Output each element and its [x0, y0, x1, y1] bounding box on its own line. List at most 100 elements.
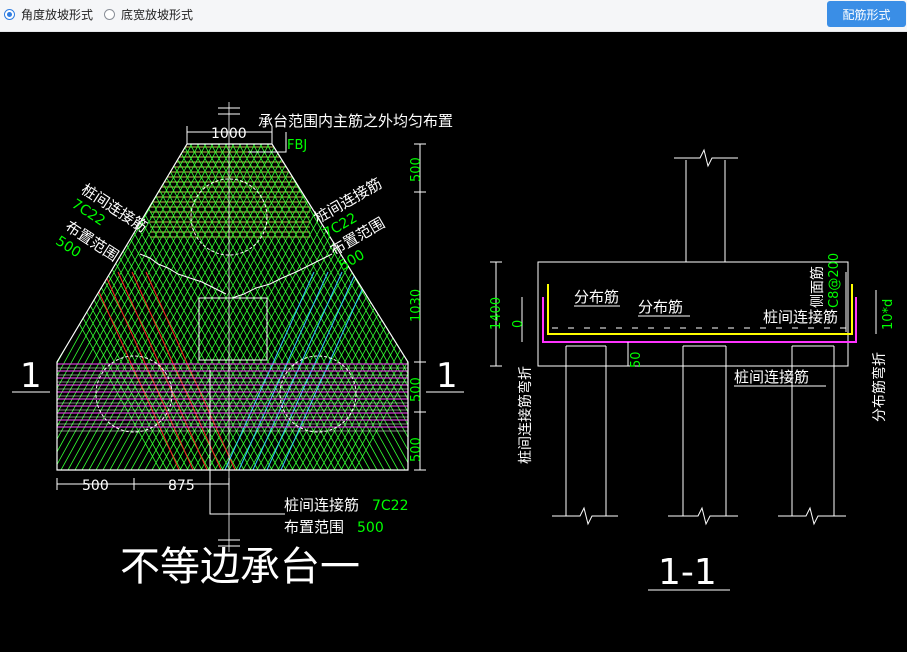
rebar-line — [133, 144, 315, 470]
rebar-line — [319, 144, 408, 470]
drawing-canvas: 1 1 1000 承台范围内主筋之外均匀布置 FBJ 桩间连接筋 7C22 布置… — [0, 32, 907, 652]
rebar-line — [237, 271, 329, 470]
rebar-line — [67, 144, 249, 470]
rebar-line — [333, 144, 408, 470]
rebar-line — [421, 144, 601, 470]
rebar-line — [57, 144, 200, 470]
range-line-right — [231, 253, 333, 299]
rebar-line — [224, 144, 406, 470]
dim-right-2: 1030 — [409, 289, 424, 322]
rebar-line — [57, 144, 193, 470]
radio-dot-icon — [104, 8, 115, 20]
toolbar: 角度放坡形式 底宽放坡形式 配筋形式 — [0, 0, 907, 32]
cap-plan: 1 1 1000 承台范围内主筋之外均匀布置 FBJ 桩间连接筋 7C22 布置… — [12, 102, 601, 590]
rebar-line — [145, 271, 237, 470]
rebar-line — [109, 144, 291, 470]
rebar-line — [57, 144, 228, 470]
rebar-line — [354, 144, 408, 470]
section-cap — [537, 261, 849, 367]
fbj-label: FBJ — [287, 138, 307, 153]
pile-top — [190, 178, 268, 256]
rebar-line — [57, 144, 207, 470]
rebar-line — [175, 144, 357, 470]
rebar-line — [189, 144, 371, 470]
rebar-line — [89, 271, 181, 470]
rebar-line — [231, 144, 408, 470]
rebar-line — [238, 144, 408, 470]
rebar-line — [277, 144, 408, 470]
rebar-line — [116, 144, 298, 470]
dim-left-zero: 0 — [511, 320, 526, 328]
dim-right-1: 500 — [409, 157, 424, 182]
label-10d: 10*d — [881, 299, 896, 330]
rebar-line — [270, 144, 408, 470]
rebar-line — [265, 271, 357, 470]
rebar-line — [259, 144, 408, 470]
rebar-line — [57, 144, 203, 470]
rebar-line — [57, 144, 214, 470]
plan-title: 不等边承台一 — [120, 544, 360, 590]
section-title: 1-1 — [658, 552, 717, 593]
rebar-line — [88, 144, 270, 470]
rebar-line — [252, 144, 408, 470]
rebar-line — [57, 144, 189, 470]
top-note: 承台范围内主筋之外均匀布置 — [258, 112, 453, 130]
rebar-line — [168, 144, 350, 470]
label-c8: C8@200 — [827, 253, 842, 308]
rebar-line — [144, 144, 326, 470]
label-fenbu-2: 分布筋 — [638, 298, 683, 316]
rebar-line — [57, 144, 196, 470]
rebar-line — [57, 144, 221, 470]
radio-angle-slope[interactable]: 角度放坡形式 — [4, 6, 93, 22]
dim-bottom-1: 500 — [82, 478, 109, 494]
label-zjl-2: 桩间连接筋 — [734, 368, 809, 386]
dim-bottom-2: 875 — [168, 478, 195, 494]
pile-right — [279, 355, 357, 433]
label-right-vertical: 分布筋弯折 — [871, 352, 888, 422]
rebar-line — [347, 144, 408, 470]
rebar-line — [182, 144, 364, 470]
rebar-line — [273, 144, 408, 470]
rebar-line — [57, 144, 235, 470]
bottom-label-2: 布置范围 — [284, 518, 344, 536]
bottom-label-2v: 500 — [357, 520, 384, 536]
rebar-line — [103, 271, 195, 470]
rebar-line — [279, 271, 371, 470]
rebar-line — [251, 271, 343, 470]
rebar-line — [57, 144, 144, 470]
label-zjl-1: 桩间连接筋 — [763, 308, 838, 326]
label-fenbu-1: 分布筋 — [574, 288, 619, 306]
radio-dot-icon — [4, 8, 15, 20]
rebar-line — [117, 271, 209, 470]
pile-left — [95, 355, 173, 433]
rebar-line — [57, 144, 81, 470]
dim-right-4: 500 — [409, 437, 424, 462]
radio-label: 底宽放坡形式 — [121, 7, 194, 22]
rebar-line — [131, 271, 223, 470]
section-mark-left: 1 — [20, 356, 42, 396]
rebar-line — [340, 144, 408, 470]
rebar-line — [217, 144, 399, 470]
label-left-vertical: 桩间连接筋弯折 — [517, 366, 534, 464]
radio-width-slope[interactable]: 底宽放坡形式 — [104, 6, 193, 22]
rebar-line — [74, 144, 256, 470]
config-rebar-button[interactable]: 配筋形式 — [827, 1, 906, 27]
rebar-line — [223, 271, 315, 470]
rebar-line — [196, 144, 378, 470]
radio-label: 角度放坡形式 — [21, 7, 94, 22]
rebar-line — [203, 144, 385, 470]
rebar-line — [210, 144, 392, 470]
rebar-line — [60, 144, 242, 470]
rebar-line — [81, 144, 263, 470]
rebar-line — [123, 144, 305, 470]
rebar-line — [266, 144, 408, 470]
rebar-line — [137, 144, 319, 470]
rebar-line — [147, 144, 329, 470]
section-mark-right: 1 — [436, 356, 458, 396]
rebar-line — [57, 144, 130, 470]
rebar-line — [95, 144, 277, 470]
dim-left-1400: 1400 — [489, 297, 504, 330]
section-view: 1400 0 50 分布筋 分布筋 侧面筋 C8@200 桩间连接筋 桩间连接筋… — [489, 148, 896, 593]
rebar-line — [414, 144, 594, 470]
label-cemian: 侧面筋 — [809, 266, 826, 308]
